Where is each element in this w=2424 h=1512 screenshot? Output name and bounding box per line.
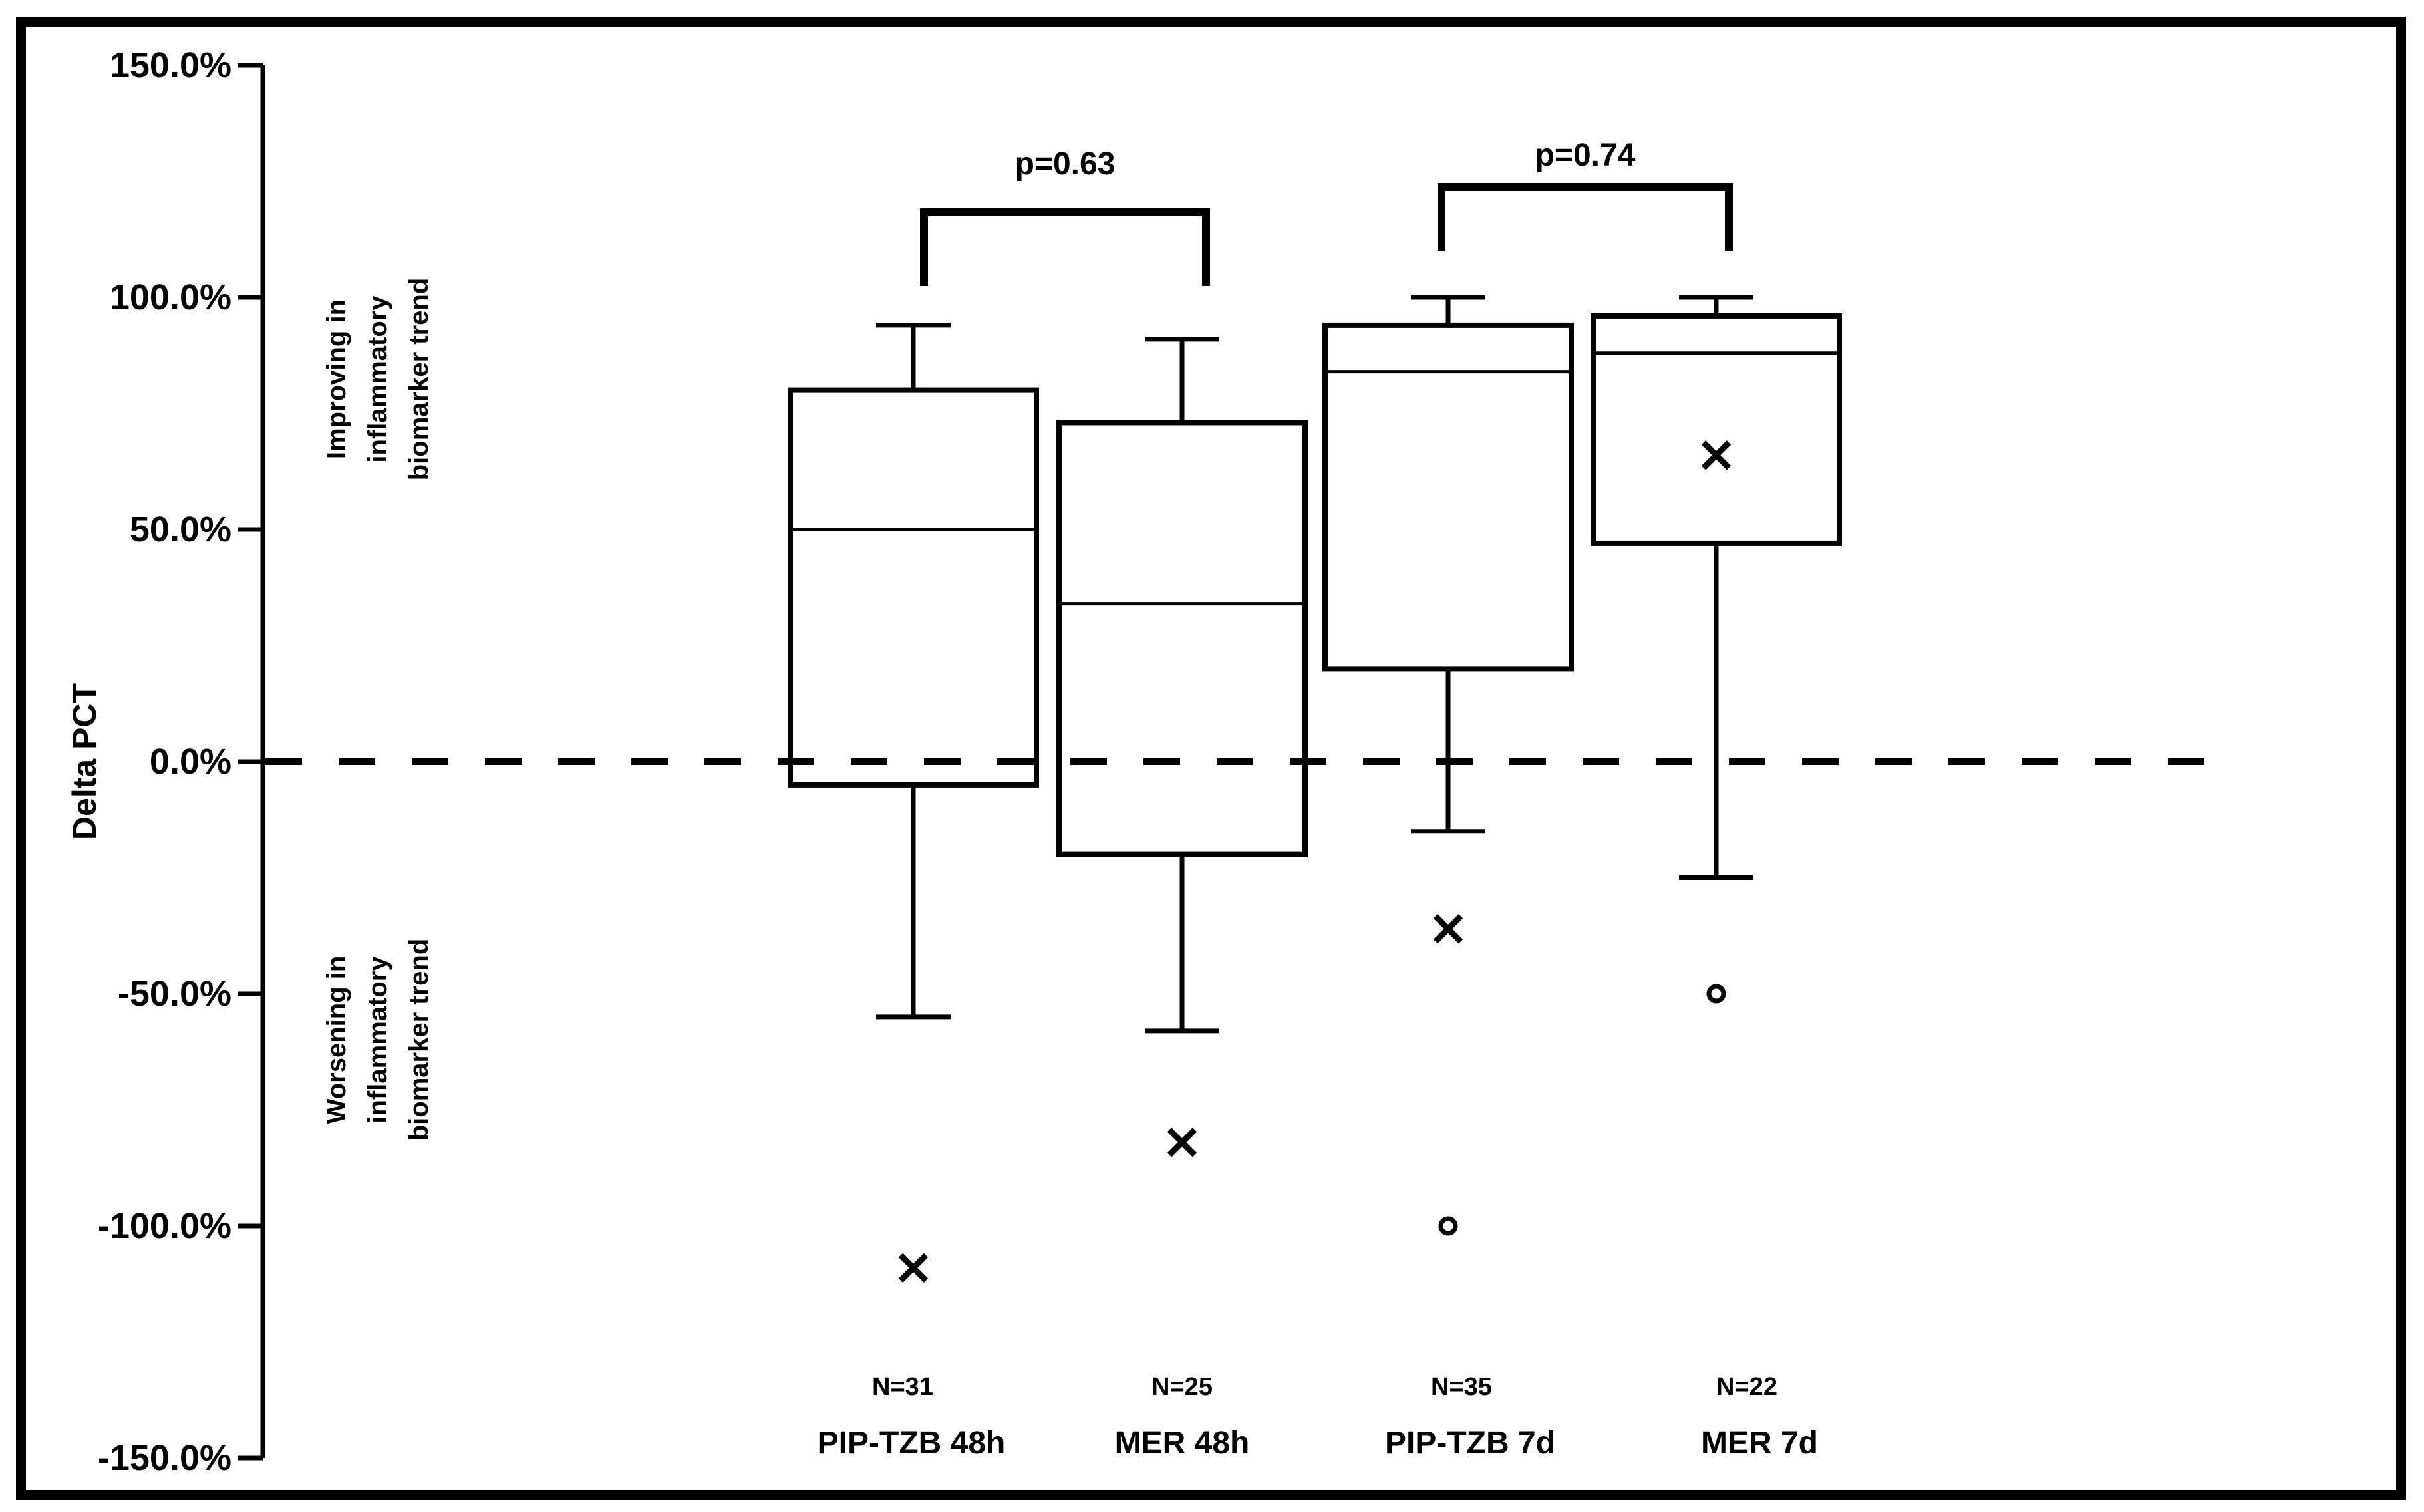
y-tick-label: 50.0%: [129, 510, 231, 549]
annotation-line: biomarker trend: [404, 277, 434, 481]
category-label: MER 48h: [1114, 1426, 1250, 1461]
annotation-line: inflammatory: [363, 956, 392, 1124]
annotation-line: Worsening in: [322, 955, 351, 1124]
annotation-line: Improving in: [322, 299, 351, 459]
sample-size-label: N=31: [872, 1373, 933, 1401]
category-label: PIP-TZB 7d: [1384, 1426, 1555, 1461]
y-axis-title: Delta PCT: [66, 682, 103, 841]
annotation-worsening: Worsening in inflammatory biomarker tren…: [316, 774, 440, 1306]
category-label: PIP-TZB 48h: [817, 1426, 1006, 1461]
sample-size-label: N=22: [1716, 1373, 1777, 1401]
p-value-label: p=0.63: [1014, 146, 1116, 182]
y-tick-label: 100.0%: [109, 277, 231, 317]
p-value-label: p=0.74: [1535, 138, 1636, 173]
y-tick-label: -50.0%: [117, 974, 231, 1014]
y-tick-label: -150.0%: [97, 1438, 231, 1478]
y-tick-label: 0.0%: [149, 742, 231, 782]
sample-size-label: N=35: [1431, 1373, 1492, 1401]
y-tick-label: 150.0%: [109, 45, 231, 85]
y-tick-label: -100.0%: [97, 1206, 231, 1246]
plot-border: [16, 17, 2406, 1500]
annotation-line: inflammatory: [363, 295, 392, 463]
annotation-improving: Improving in inflammatory biomarker tren…: [316, 113, 440, 645]
annotation-line: biomarker trend: [404, 938, 434, 1141]
category-label: MER 7d: [1700, 1426, 1818, 1461]
sample-size-label: N=25: [1151, 1373, 1213, 1401]
